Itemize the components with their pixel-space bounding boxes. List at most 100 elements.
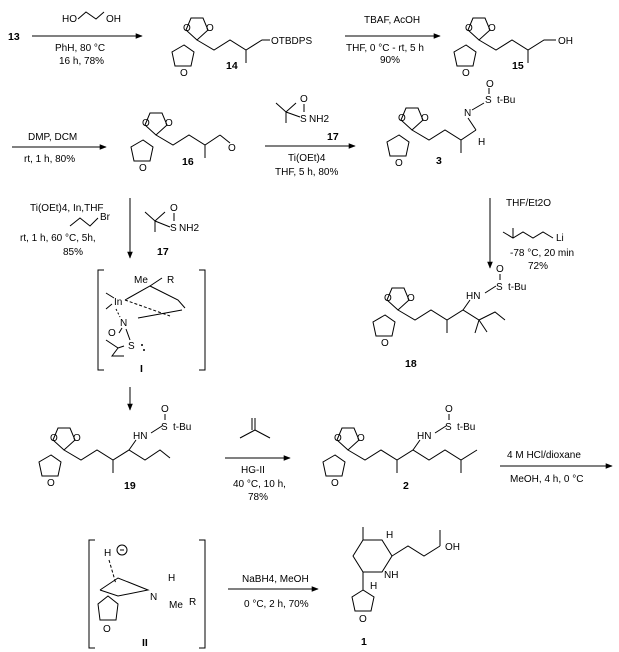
- compound-17-structure-b: S O NH2: [144, 203, 199, 234]
- step8-conditions-a: HG-II: [241, 465, 265, 476]
- svg-text:Br: Br: [100, 212, 111, 223]
- svg-text:O: O: [359, 614, 367, 625]
- svg-text:NH2: NH2: [309, 114, 329, 125]
- step10-conditions-a: NaBH4, MeOH: [242, 574, 309, 585]
- step9-conditions-b: MeOH, 4 h, 0 °C: [510, 474, 583, 485]
- svg-text:NH2: NH2: [179, 223, 199, 234]
- svg-text:R: R: [189, 597, 196, 608]
- svg-text:O: O: [465, 23, 473, 34]
- compound-3-label: 3: [436, 155, 442, 167]
- svg-text:O: O: [183, 23, 191, 34]
- step5-conditions-c: 85%: [63, 247, 83, 258]
- svg-text:OH: OH: [445, 542, 460, 553]
- compound-19-label: 19: [124, 480, 136, 492]
- compound-2-structure: O O O HN S O t-Bu: [322, 404, 478, 489]
- svg-text:t-Bu: t-Bu: [457, 422, 475, 433]
- compound-18-structure: O O O HN S O t-Bu: [372, 264, 526, 349]
- svg-text:O: O: [161, 404, 169, 415]
- step3-conditions-b: rt, 1 h, 80%: [24, 154, 75, 165]
- step10-conditions-b: 0 °C, 2 h, 70%: [244, 599, 309, 610]
- compound-15-label: 15: [512, 60, 524, 72]
- svg-text:R: R: [167, 275, 174, 286]
- compound-14-structure: O O O OTBDPS: [171, 17, 312, 79]
- svg-text:O: O: [170, 203, 178, 214]
- compound-13-label: 13: [8, 31, 20, 43]
- compound-1-label: 1: [361, 636, 367, 648]
- svg-text:HN: HN: [133, 431, 147, 442]
- svg-text:O: O: [103, 624, 111, 635]
- isobutylene-structure: [239, 418, 271, 439]
- svg-text:O: O: [180, 68, 188, 79]
- prenyl-lithium-structure: Li: [502, 228, 564, 244]
- svg-text:t-Bu: t-Bu: [508, 282, 526, 293]
- svg-text:O: O: [228, 143, 236, 154]
- svg-text:S: S: [128, 341, 135, 352]
- svg-text:Me: Me: [169, 600, 183, 611]
- step9-conditions-a: 4 M HCl/dioxane: [507, 450, 581, 461]
- svg-text:O: O: [142, 118, 150, 129]
- svg-text:O: O: [73, 433, 81, 444]
- svg-text:O: O: [300, 94, 308, 105]
- svg-text:O: O: [421, 113, 429, 124]
- compound-19-structure: O O O HN S O t-Bu: [38, 404, 191, 489]
- svg-text:NH: NH: [384, 570, 398, 581]
- step2-conditions-b: THF, 0 °C - rt, 5 h: [346, 43, 424, 54]
- svg-text:O: O: [108, 328, 116, 339]
- svg-text:O: O: [206, 23, 214, 34]
- svg-text:O: O: [398, 113, 406, 124]
- svg-text:N: N: [120, 318, 127, 329]
- transition-state-I-structure: In Me R N O S I: [97, 269, 206, 375]
- svg-text:O: O: [496, 264, 504, 275]
- step4-conditions-a: Ti(OEt)4: [288, 153, 326, 164]
- svg-text:HN: HN: [417, 431, 431, 442]
- svg-text:S: S: [161, 422, 168, 433]
- step4-conditions-b: THF, 5 h, 80%: [275, 167, 338, 178]
- compound-16-label: 16: [182, 156, 194, 168]
- step5-conditions-b: rt, 1 h, 60 °C, 5h,: [20, 233, 96, 244]
- step8-conditions-b: 40 °C, 10 h,: [233, 479, 286, 490]
- svg-text:H: H: [104, 548, 111, 559]
- svg-text:S: S: [496, 282, 503, 293]
- svg-text:Li: Li: [556, 233, 564, 244]
- compound-1-structure: H NH H OH O: [351, 527, 460, 625]
- svg-text:O: O: [384, 293, 392, 304]
- svg-text:O: O: [139, 163, 147, 174]
- compound-14-label: 14: [226, 60, 238, 72]
- svg-text:O: O: [331, 478, 339, 489]
- svg-text:H: H: [478, 137, 485, 148]
- compound-18-label: 18: [405, 358, 417, 370]
- step2-conditions-c: 90%: [380, 55, 400, 66]
- svg-text:N: N: [150, 592, 157, 603]
- iminium-II-structure: H N H Me R O II: [88, 539, 206, 649]
- svg-text:O: O: [395, 158, 403, 169]
- step1-conditions-b: 16 h, 78%: [59, 56, 104, 67]
- svg-text:H: H: [370, 581, 377, 592]
- step8-conditions-c: 78%: [248, 492, 268, 503]
- svg-text:O: O: [381, 338, 389, 349]
- step6-conditions-a: THF/Et2O: [506, 198, 551, 209]
- svg-text:O: O: [445, 404, 453, 415]
- svg-text:O: O: [47, 478, 55, 489]
- compound-17-structure-a: S O NH2: [275, 94, 329, 125]
- step1-conditions-a: PhH, 80 °C: [55, 43, 105, 54]
- svg-text:Me: Me: [134, 275, 148, 286]
- transition-state-I-label: I: [140, 363, 143, 375]
- compound-17-label-b: 17: [157, 246, 169, 258]
- compound-2-label: 2: [403, 480, 409, 492]
- step2-conditions-a: TBAF, AcOH: [364, 15, 420, 26]
- svg-text:OH: OH: [106, 14, 121, 25]
- otbdps-label: OTBDPS: [271, 36, 312, 47]
- svg-text:O: O: [50, 433, 58, 444]
- svg-text:O: O: [486, 79, 494, 90]
- svg-text:HN: HN: [466, 291, 480, 302]
- svg-text:H: H: [386, 530, 393, 541]
- svg-text:S: S: [485, 95, 492, 106]
- oh-15-label: OH: [558, 36, 573, 47]
- iminium-II-label: II: [142, 637, 148, 649]
- svg-text:O: O: [407, 293, 415, 304]
- svg-text:O: O: [165, 118, 173, 129]
- step3-conditions-a: DMP, DCM: [28, 132, 77, 143]
- svg-text:N: N: [464, 108, 471, 119]
- step6-conditions-c: 72%: [528, 261, 548, 272]
